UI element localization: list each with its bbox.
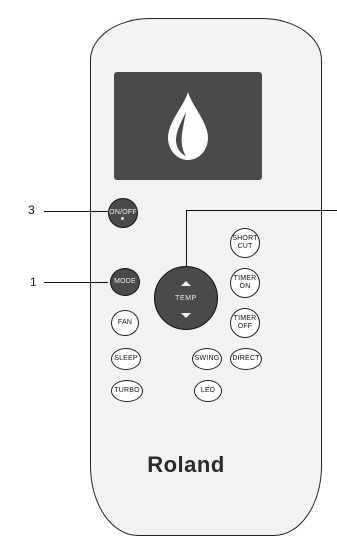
fan-button[interactable]: FAN — [111, 310, 139, 336]
timer-off-button[interactable]: TIMER OFF — [230, 308, 260, 338]
callout-line-mode — [44, 282, 108, 283]
swing-button[interactable]: SWING — [192, 348, 222, 370]
callout-number-onoff: 3 — [28, 203, 35, 217]
timer-off-label-line1: TIMER — [233, 315, 257, 322]
onoff-button[interactable]: ON/OFF — [108, 198, 138, 228]
direct-button[interactable]: DIRECT — [230, 348, 262, 370]
timer-on-button[interactable]: TIMER ON — [230, 268, 260, 298]
temp-up-icon[interactable] — [181, 281, 191, 286]
mode-label: MODE — [114, 278, 136, 285]
onoff-label: ON/OFF — [109, 209, 137, 216]
callout-number-mode: 1 — [30, 275, 37, 289]
led-button[interactable]: LED — [194, 380, 222, 402]
callout-line-onoff — [44, 211, 108, 212]
led-indicator — [121, 217, 124, 220]
timer-on-label-line1: TIMER — [233, 275, 257, 282]
temp-label: TEMP — [175, 295, 197, 302]
timer-off-label-line2: OFF — [237, 323, 253, 330]
water-drop-icon — [168, 92, 208, 160]
short-cut-label-line1: SHORT — [232, 235, 258, 242]
temp-dial[interactable]: TEMP — [154, 266, 218, 330]
sleep-label: SLEEP — [114, 355, 138, 362]
callout-line-temp-vertical — [186, 210, 187, 266]
direct-label: DIRECT — [232, 355, 260, 362]
timer-on-label-line2: ON — [239, 283, 251, 290]
led-label: LED — [200, 387, 216, 394]
sleep-button[interactable]: SLEEP — [111, 348, 141, 370]
short-cut-label-line2: CUT — [237, 243, 253, 250]
short-cut-button[interactable]: SHORT CUT — [230, 228, 260, 258]
mode-button[interactable]: MODE — [110, 268, 140, 296]
callout-line-temp-horizontal — [186, 210, 337, 211]
swing-label: SWING — [194, 355, 220, 362]
turbo-label: TURBO — [114, 387, 140, 394]
temp-down-icon[interactable] — [181, 313, 191, 318]
brand-logo: Roland — [147, 452, 225, 477]
fan-label: FAN — [117, 319, 133, 326]
lcd-screen — [114, 72, 262, 180]
turbo-button[interactable]: TURBO — [111, 380, 143, 402]
